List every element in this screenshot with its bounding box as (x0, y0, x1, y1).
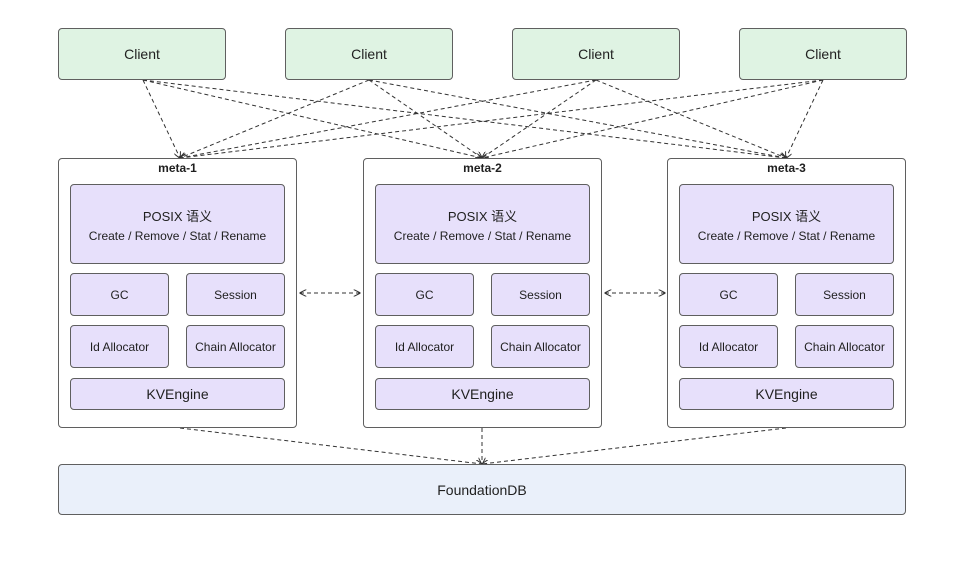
posix-title: POSIX 语义 (142, 208, 213, 224)
session-label: Session (214, 287, 257, 302)
gc-label: GC (719, 287, 738, 302)
client-node-1: Client (58, 28, 226, 80)
chain-allocator-component: Chain Allocator (795, 325, 894, 368)
id-allocator-component: Id Allocator (375, 325, 474, 368)
kvengine-label: KVEngine (146, 386, 209, 402)
meta-title: meta-2 (463, 161, 502, 175)
session-component: Session (186, 273, 285, 316)
edge-client4-meta3 (786, 79, 824, 158)
kvengine-label: KVEngine (755, 386, 818, 402)
kvengine-component: KVEngine (679, 378, 894, 410)
client-label: Client (805, 46, 841, 62)
gc-component: GC (375, 273, 474, 316)
posix-ops: Create / Remove / Stat / Rename (697, 228, 876, 243)
kvengine-component: KVEngine (70, 378, 285, 410)
meta-title: meta-1 (158, 161, 197, 175)
gc-component: GC (679, 273, 778, 316)
edge-client1-meta1 (142, 79, 180, 158)
session-label: Session (823, 287, 866, 302)
edge-client1-meta3 (142, 79, 786, 158)
chain-allocator-label: Chain Allocator (500, 339, 581, 354)
posix-ops: Create / Remove / Stat / Rename (88, 228, 267, 243)
client-label: Client (578, 46, 614, 62)
posix-title: POSIX 语义 (751, 208, 822, 224)
gc-label: GC (110, 287, 129, 302)
client-node-3: Client (512, 28, 680, 80)
posix-layer: POSIX 语义 Create / Remove / Stat / Rename (679, 184, 894, 264)
id-allocator-label: Id Allocator (89, 339, 150, 354)
posix-layer: POSIX 语义 Create / Remove / Stat / Rename (375, 184, 590, 264)
foundationdb-label: FoundationDB (437, 481, 527, 498)
edge-meta1-storage (179, 427, 482, 464)
posix-ops: Create / Remove / Stat / Rename (393, 228, 572, 243)
meta-title: meta-3 (767, 161, 806, 175)
edge-client2-meta1 (180, 79, 370, 158)
gc-component: GC (70, 273, 169, 316)
session-component: Session (491, 273, 590, 316)
edge-client4-meta2 (482, 79, 824, 158)
client-node-2: Client (285, 28, 453, 80)
gc-label: GC (415, 287, 434, 302)
chain-allocator-label: Chain Allocator (804, 339, 885, 354)
posix-layer: POSIX 语义 Create / Remove / Stat / Rename (70, 184, 285, 264)
id-allocator-label: Id Allocator (698, 339, 759, 354)
chain-allocator-label: Chain Allocator (195, 339, 276, 354)
edge-client3-meta1 (180, 79, 597, 158)
session-component: Session (795, 273, 894, 316)
client-label: Client (124, 46, 160, 62)
id-allocator-component: Id Allocator (70, 325, 169, 368)
edge-client1-meta2 (142, 79, 482, 158)
edge-client2-meta3 (368, 79, 786, 158)
edge-meta3-storage (482, 427, 787, 464)
edge-client3-meta3 (595, 79, 786, 158)
session-label: Session (519, 287, 562, 302)
chain-allocator-component: Chain Allocator (491, 325, 590, 368)
edge-client2-meta2 (368, 79, 482, 158)
kvengine-label: KVEngine (451, 386, 514, 402)
edge-client4-meta1 (180, 79, 824, 158)
id-allocator-label: Id Allocator (394, 339, 455, 354)
edge-client3-meta2 (482, 79, 597, 158)
client-node-4: Client (739, 28, 907, 80)
foundationdb-node: FoundationDB (58, 464, 906, 515)
client-label: Client (351, 46, 387, 62)
posix-title: POSIX 语义 (447, 208, 518, 224)
id-allocator-component: Id Allocator (679, 325, 778, 368)
chain-allocator-component: Chain Allocator (186, 325, 285, 368)
kvengine-component: KVEngine (375, 378, 590, 410)
